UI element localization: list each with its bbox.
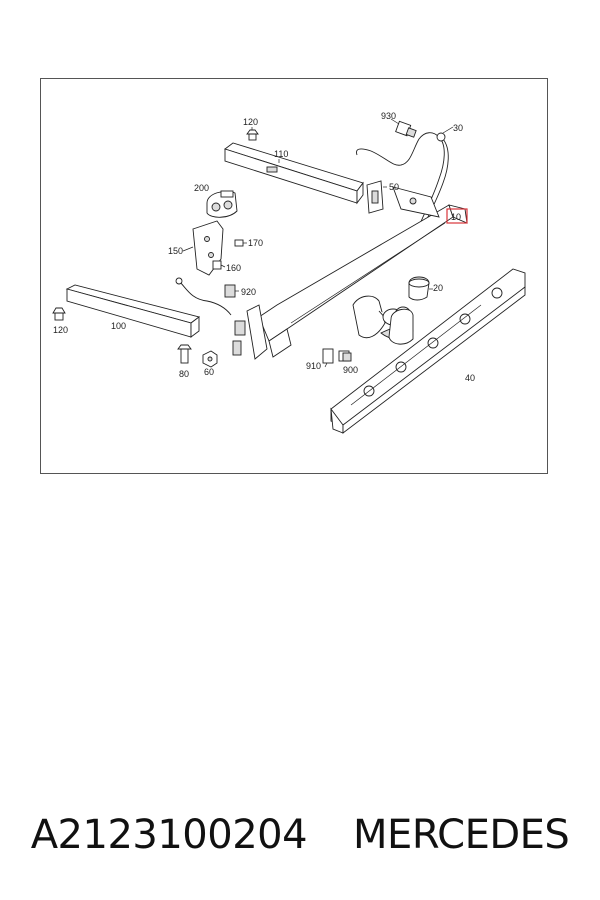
brand-name: MERCEDES: [353, 812, 570, 858]
label-10: 10: [451, 212, 461, 222]
part-50-bracket[interactable]: [366, 180, 387, 214]
label-150: 150: [168, 246, 183, 256]
part-110-upper-bar[interactable]: [224, 142, 364, 205]
label-200: 200: [194, 183, 209, 193]
part-900-clip[interactable]: [338, 350, 352, 362]
label-60: 60: [204, 367, 214, 377]
label-80: 80: [179, 369, 189, 379]
label-20: 20: [433, 283, 443, 293]
tow-hitch-parts-diagram: 120 110 930 30 200 50 10 150 170 160 920…: [52, 111, 526, 434]
label-930: 930: [381, 111, 396, 121]
label-50: 50: [389, 182, 399, 192]
diagram-frame: 120 110 930 30 200 50 10 150 170 160 920…: [40, 78, 548, 474]
part-40-bumper-absorber[interactable]: [330, 268, 526, 434]
part-160-nut[interactable]: [212, 260, 226, 270]
part-100-lower-bar[interactable]: [65, 284, 201, 338]
label-120-lower: 120: [53, 325, 68, 335]
part-920-cable[interactable]: [175, 277, 239, 316]
part-80-bolt[interactable]: [177, 344, 192, 364]
label-100: 100: [111, 321, 126, 331]
part-10-hitch-frame[interactable]: [232, 186, 468, 360]
part-120-bolt-lower[interactable]: [52, 307, 66, 321]
part-200-socket[interactable]: [206, 190, 238, 218]
label-170: 170: [248, 238, 263, 248]
label-30: 30: [453, 123, 463, 133]
part-120-bolt-top[interactable]: [246, 127, 259, 141]
part-170-screw[interactable]: [234, 239, 247, 247]
label-910: 910: [306, 361, 321, 371]
label-900: 900: [343, 365, 358, 375]
caption: A2123100204 MERCEDES: [0, 800, 600, 870]
part-930-plug[interactable]: [390, 118, 417, 138]
part-60-nut[interactable]: [202, 350, 218, 368]
part-number: A2123100204: [30, 812, 308, 858]
part-20-cap[interactable]: [408, 276, 433, 301]
label-40: 40: [465, 373, 475, 383]
label-920: 920: [241, 287, 256, 297]
part-910-clip[interactable]: [322, 348, 334, 368]
label-160: 160: [226, 263, 241, 273]
label-110: 110: [274, 149, 288, 159]
label-120-top: 120: [243, 117, 258, 127]
